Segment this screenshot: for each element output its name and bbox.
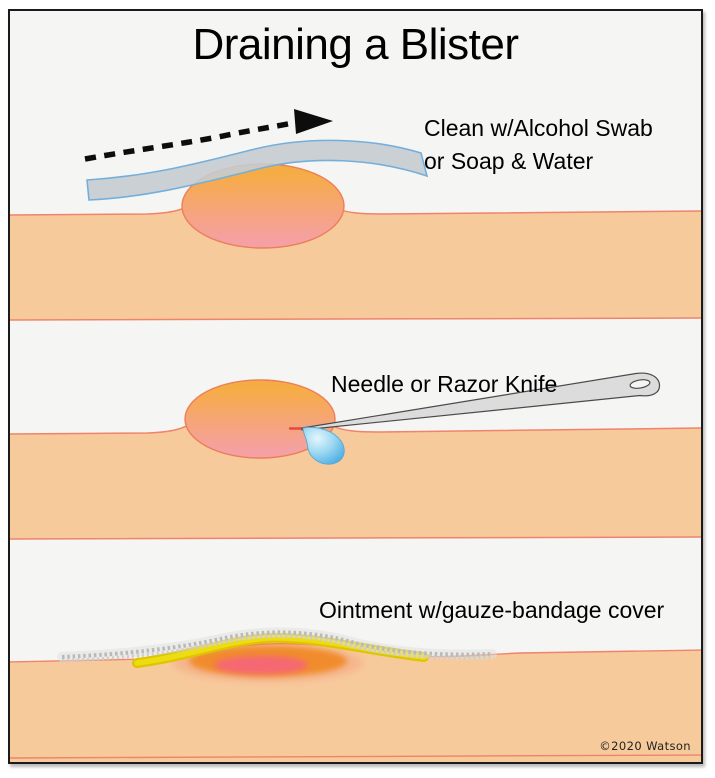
illustration-canvas (10, 109, 701, 762)
skin-band-3-bottom-edge (10, 754, 701, 759)
flattened-blister (173, 644, 363, 682)
step-label-dress: Ointment w/gauze-bandage cover (319, 597, 665, 623)
needle-eye (629, 379, 651, 389)
swipe-direction-arrow-icon (84, 109, 333, 162)
page-title: Draining a Blister (192, 20, 519, 69)
copyright-credit: ©2020 Watson (599, 739, 691, 753)
gauze-bandage (57, 627, 497, 663)
step-label-puncture: Needle or Razor Knife (331, 371, 558, 397)
needle (301, 372, 661, 431)
fluid-droplet (302, 426, 345, 465)
alcohol-swab (86, 139, 429, 201)
skin-band-2 (10, 393, 701, 540)
step-label-clean: Clean w/Alcohol Swab or Soap & Water (424, 115, 653, 174)
blister-dome-2 (184, 379, 336, 459)
skin-band-3 (10, 643, 701, 762)
